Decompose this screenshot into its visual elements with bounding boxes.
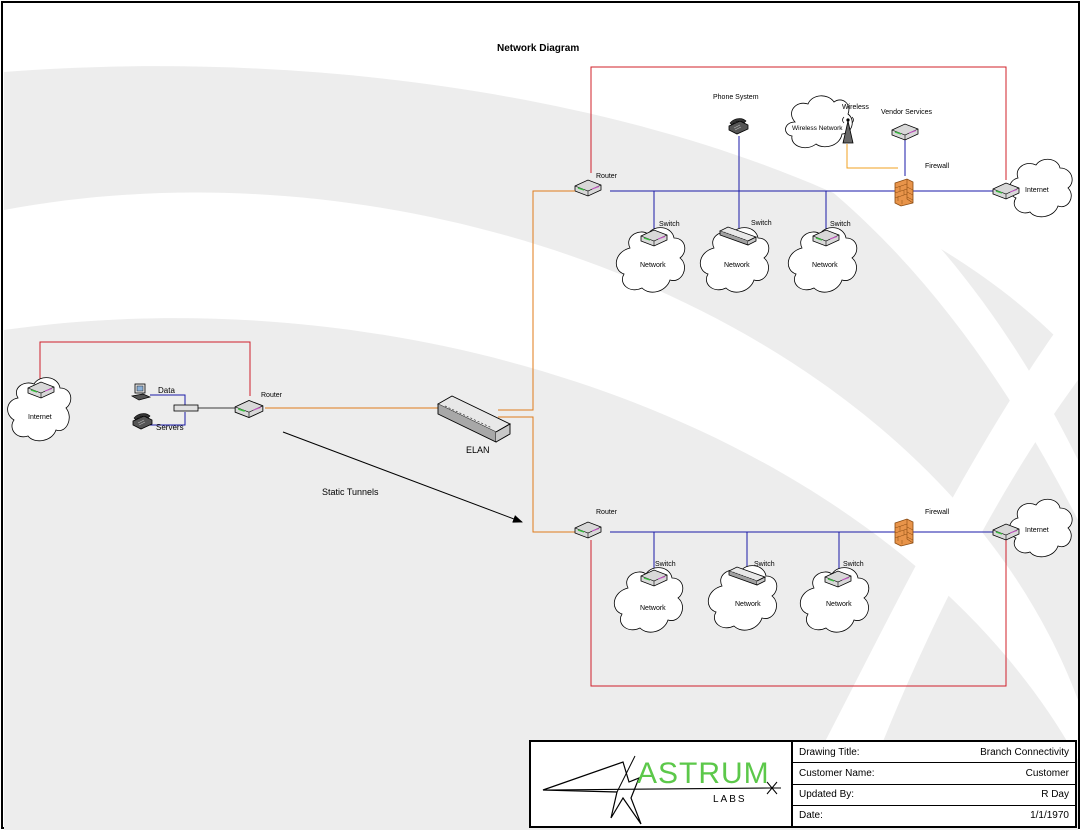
customer-name-label: Customer Name: <box>799 767 875 779</box>
logo-sub-text: LABS <box>713 794 747 805</box>
left-site: Internet Data Servers Router <box>7 341 283 442</box>
customer-name-value: Customer <box>1025 767 1069 779</box>
left-router-label: Router <box>261 392 283 399</box>
left-hub-icon <box>173 404 199 412</box>
updated-by-value: R Day <box>1041 789 1069 801</box>
top-wan-link <box>498 190 575 411</box>
phone-system-label: Phone System <box>713 94 759 101</box>
bottom-internet-link <box>590 540 1007 687</box>
static-tunnels-arrow <box>282 431 523 523</box>
top-site: Router Phone System Wireless Network Wir… <box>574 66 1073 293</box>
bottom-firewall-label: Firewall <box>925 509 950 516</box>
top-network-1-label: Network <box>640 262 666 269</box>
drawing-title-row: Drawing Title: Branch Connectivity <box>793 742 1075 764</box>
date-value: 1/1/1970 <box>1030 810 1069 822</box>
title-block: ASTRUM LABS Drawing Title: Branch Connec… <box>529 740 1077 828</box>
bottom-firewall-icon <box>894 518 914 547</box>
top-internet-link <box>590 66 1007 180</box>
bottom-internet-label: Internet <box>1025 527 1049 534</box>
elan-label: ELAN <box>466 445 490 455</box>
vendor-services-label: Vendor Services <box>881 109 932 116</box>
wireless-network-cloud <box>785 95 853 149</box>
bottom-network-1-label: Network <box>640 605 666 612</box>
bottom-switch-2-label: Switch <box>754 561 775 568</box>
top-internet-cloud <box>1009 158 1073 218</box>
top-router-label: Router <box>596 173 618 180</box>
top-switch-1-label: Switch <box>659 221 680 228</box>
top-switch-2-label: Switch <box>751 220 772 227</box>
company-logo: ASTRUM LABS <box>531 742 793 826</box>
updated-by-row: Updated By: R Day <box>793 785 1075 806</box>
astrum-logo-icon: ASTRUM LABS <box>542 755 781 825</box>
top-network-3-label: Network <box>812 262 838 269</box>
servers-label: Servers <box>156 423 184 432</box>
left-internet-cloud <box>7 377 72 442</box>
customer-name-row: Customer Name: Customer <box>793 763 1075 785</box>
static-tunnels-label: Static Tunnels <box>322 487 379 497</box>
left-internet-label: Internet <box>28 414 52 421</box>
date-label: Date: <box>799 810 823 822</box>
wireless-network-label: Wireless Network <box>792 125 843 132</box>
bottom-site: Router Firewall Internet Switch Network … <box>574 498 1073 687</box>
top-switch-3-label: Switch <box>830 221 851 228</box>
drawing-title-label: Drawing Title: <box>799 746 860 758</box>
top-internet-label: Internet <box>1025 187 1049 194</box>
bottom-wan-link <box>498 416 575 533</box>
top-firewall-icon <box>894 178 914 207</box>
left-internet-link <box>39 341 251 396</box>
bottom-internet-cloud <box>1009 498 1073 558</box>
wan-links: ELAN Static Tunnels <box>265 190 575 533</box>
bottom-network-3-label: Network <box>826 601 852 608</box>
title-block-info: Drawing Title: Branch Connectivity Custo… <box>793 742 1075 826</box>
bottom-router-label: Router <box>596 509 618 516</box>
bottom-network-2-label: Network <box>735 601 761 608</box>
logo-main-text: ASTRUM <box>637 757 770 790</box>
bottom-network-cloud-1 <box>614 567 684 633</box>
bottom-switch-3-label: Switch <box>843 561 864 568</box>
data-label: Data <box>158 386 175 395</box>
drawing-title-value: Branch Connectivity <box>980 746 1069 758</box>
bottom-network-cloud-3 <box>800 567 870 633</box>
date-row: Date: 1/1/1970 <box>793 806 1075 826</box>
top-network-2-label: Network <box>724 262 750 269</box>
wireless-label: Wireless <box>842 104 869 111</box>
top-firewall-label: Firewall <box>925 163 950 170</box>
bottom-switch-1-label: Switch <box>655 561 676 568</box>
wireless-link <box>846 144 898 169</box>
diagram-title: Network Diagram <box>497 43 579 54</box>
elan-switch-icon <box>437 395 511 443</box>
updated-by-label: Updated By: <box>799 789 855 801</box>
